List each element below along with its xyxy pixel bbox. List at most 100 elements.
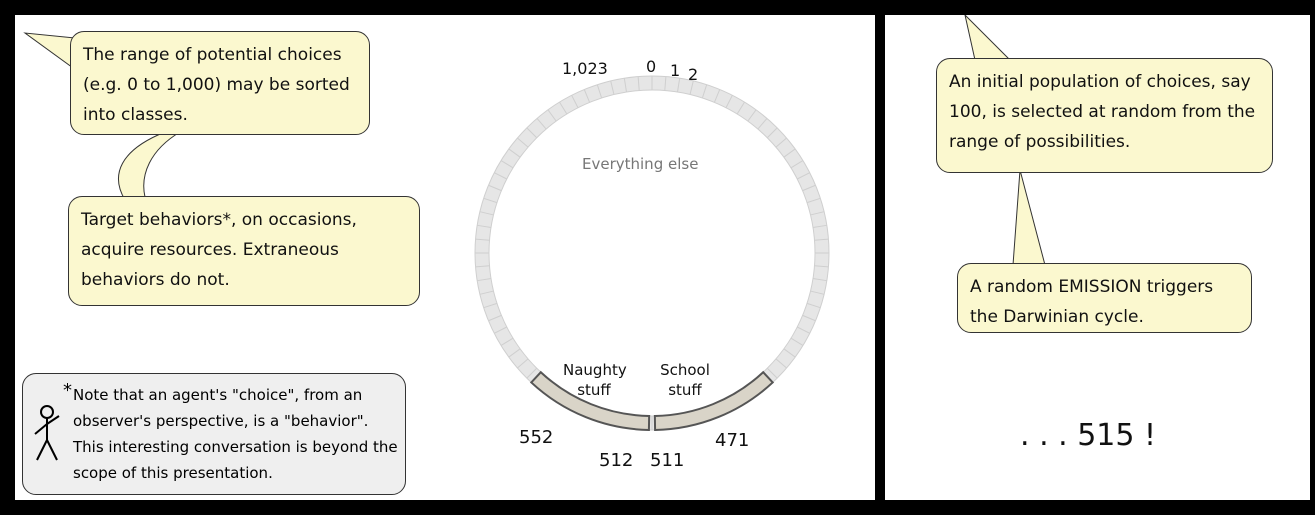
ring-tick bbox=[725, 398, 733, 411]
ring-tick bbox=[517, 137, 529, 148]
ring-tick bbox=[766, 127, 778, 139]
ring-tick bbox=[689, 411, 694, 426]
label-511: 511 bbox=[650, 450, 685, 471]
ring-tick bbox=[701, 84, 708, 99]
ring-tick bbox=[583, 89, 591, 103]
label-552: 552 bbox=[519, 427, 554, 448]
left-panel: The range of potential choices (e.g. 0 t… bbox=[15, 15, 875, 500]
label-1: 1 bbox=[670, 61, 681, 80]
ring-tick bbox=[783, 348, 796, 358]
ring-tick bbox=[475, 265, 490, 268]
ring-tick bbox=[713, 403, 721, 417]
ring-tick bbox=[596, 407, 603, 422]
ring-tick bbox=[790, 160, 804, 169]
ring-tick bbox=[790, 337, 804, 346]
ring-tick bbox=[559, 101, 568, 115]
ring-tick bbox=[500, 337, 514, 346]
range-bubble-text: The range of potential choices (e.g. 0 t… bbox=[83, 45, 350, 125]
ring-tick bbox=[775, 358, 787, 369]
ring-tick bbox=[802, 184, 816, 192]
footnote-text: Note that an agent's "choice", from an o… bbox=[73, 386, 398, 482]
label-471: 471 bbox=[715, 430, 750, 451]
ring-tick bbox=[725, 95, 733, 108]
ring-tick bbox=[677, 78, 681, 93]
ring-tick bbox=[483, 197, 498, 204]
ring-tick bbox=[713, 89, 721, 103]
ring-tick bbox=[596, 84, 603, 99]
ring-band bbox=[475, 76, 829, 430]
ring-tick bbox=[583, 403, 591, 417]
stick-figure-icon bbox=[34, 405, 60, 461]
ring-tick bbox=[526, 127, 538, 139]
ring-tick bbox=[810, 211, 825, 216]
ring-tick bbox=[637, 415, 640, 430]
ring-tick bbox=[536, 118, 547, 130]
ring-tick bbox=[494, 172, 507, 180]
ring-tick bbox=[775, 137, 787, 148]
emission-bubble: A random EMISSION triggers the Darwinian… bbox=[957, 263, 1252, 333]
ring-tick bbox=[806, 197, 821, 204]
range-bubble: The range of potential choices (e.g. 0 t… bbox=[70, 31, 370, 135]
ring-tick bbox=[797, 326, 810, 334]
ring-tick bbox=[736, 101, 745, 115]
ring-tick bbox=[508, 148, 521, 158]
ring-tick bbox=[747, 109, 757, 122]
ring-tick bbox=[479, 211, 494, 216]
ring-tick bbox=[477, 278, 492, 282]
ring-tick bbox=[483, 302, 498, 309]
ring-tick bbox=[517, 358, 529, 369]
ring-tick bbox=[610, 80, 615, 95]
footnote-asterisk: * bbox=[63, 380, 72, 401]
ring-tick bbox=[488, 314, 502, 322]
ring-tick bbox=[812, 278, 827, 282]
ring-tick bbox=[806, 302, 821, 309]
ring-tick bbox=[500, 160, 514, 169]
ring-tick bbox=[494, 326, 507, 334]
ring-tick bbox=[479, 290, 494, 295]
ring-tick bbox=[488, 184, 502, 192]
ring-tick bbox=[757, 118, 768, 130]
ring-tick bbox=[802, 314, 816, 322]
ring-tick bbox=[812, 224, 827, 228]
label-512: 512 bbox=[599, 450, 634, 471]
ring-tick bbox=[477, 224, 492, 228]
ring-tick bbox=[536, 376, 547, 388]
ring-tick bbox=[747, 384, 757, 397]
ring-tick bbox=[637, 76, 640, 91]
ring-tick bbox=[571, 398, 579, 411]
target-behaviors-text: Target behaviors*, on occasions, acquire… bbox=[81, 210, 357, 290]
ring-tick bbox=[736, 391, 745, 405]
ring-edge bbox=[488, 89, 816, 417]
target-behaviors-bubble: Target behaviors*, on occasions, acquire… bbox=[68, 196, 420, 306]
everything-else-label: Everything else bbox=[582, 155, 699, 173]
ring-tick bbox=[701, 407, 708, 422]
naughty-stuff-label: Naughty stuff bbox=[563, 361, 627, 399]
ring-tick bbox=[547, 384, 557, 397]
ring-tick bbox=[547, 109, 557, 122]
ring-tick bbox=[610, 411, 615, 426]
ring-tick bbox=[475, 238, 490, 241]
ring-tick bbox=[814, 238, 829, 241]
ring-segments bbox=[474, 75, 830, 431]
right-panel: An initial population of choices, say 10… bbox=[885, 15, 1310, 500]
ring-tick bbox=[571, 95, 579, 108]
population-bubble-text: An initial population of choices, say 10… bbox=[949, 72, 1256, 152]
ring-tick bbox=[810, 290, 825, 295]
ring-tick bbox=[677, 413, 681, 428]
ring-tick bbox=[783, 148, 796, 158]
ring-tick bbox=[623, 78, 627, 93]
label-2: 2 bbox=[688, 65, 699, 84]
ring-tick bbox=[797, 172, 810, 180]
ring-edge bbox=[474, 75, 830, 431]
ring-tick bbox=[623, 413, 627, 428]
count-text: . . . 515 ! bbox=[1020, 418, 1157, 453]
emission-bubble-text: A random EMISSION triggers the Darwinian… bbox=[970, 277, 1214, 327]
ring-tick bbox=[526, 367, 538, 379]
population-bubble: An initial population of choices, say 10… bbox=[936, 58, 1273, 173]
ring-tick bbox=[508, 348, 521, 358]
ring-tick bbox=[814, 265, 829, 268]
ring-tick bbox=[766, 367, 778, 379]
label-0: 0 bbox=[646, 57, 657, 76]
school-stuff-label: School stuff bbox=[660, 361, 710, 399]
ring-tick bbox=[757, 376, 768, 388]
